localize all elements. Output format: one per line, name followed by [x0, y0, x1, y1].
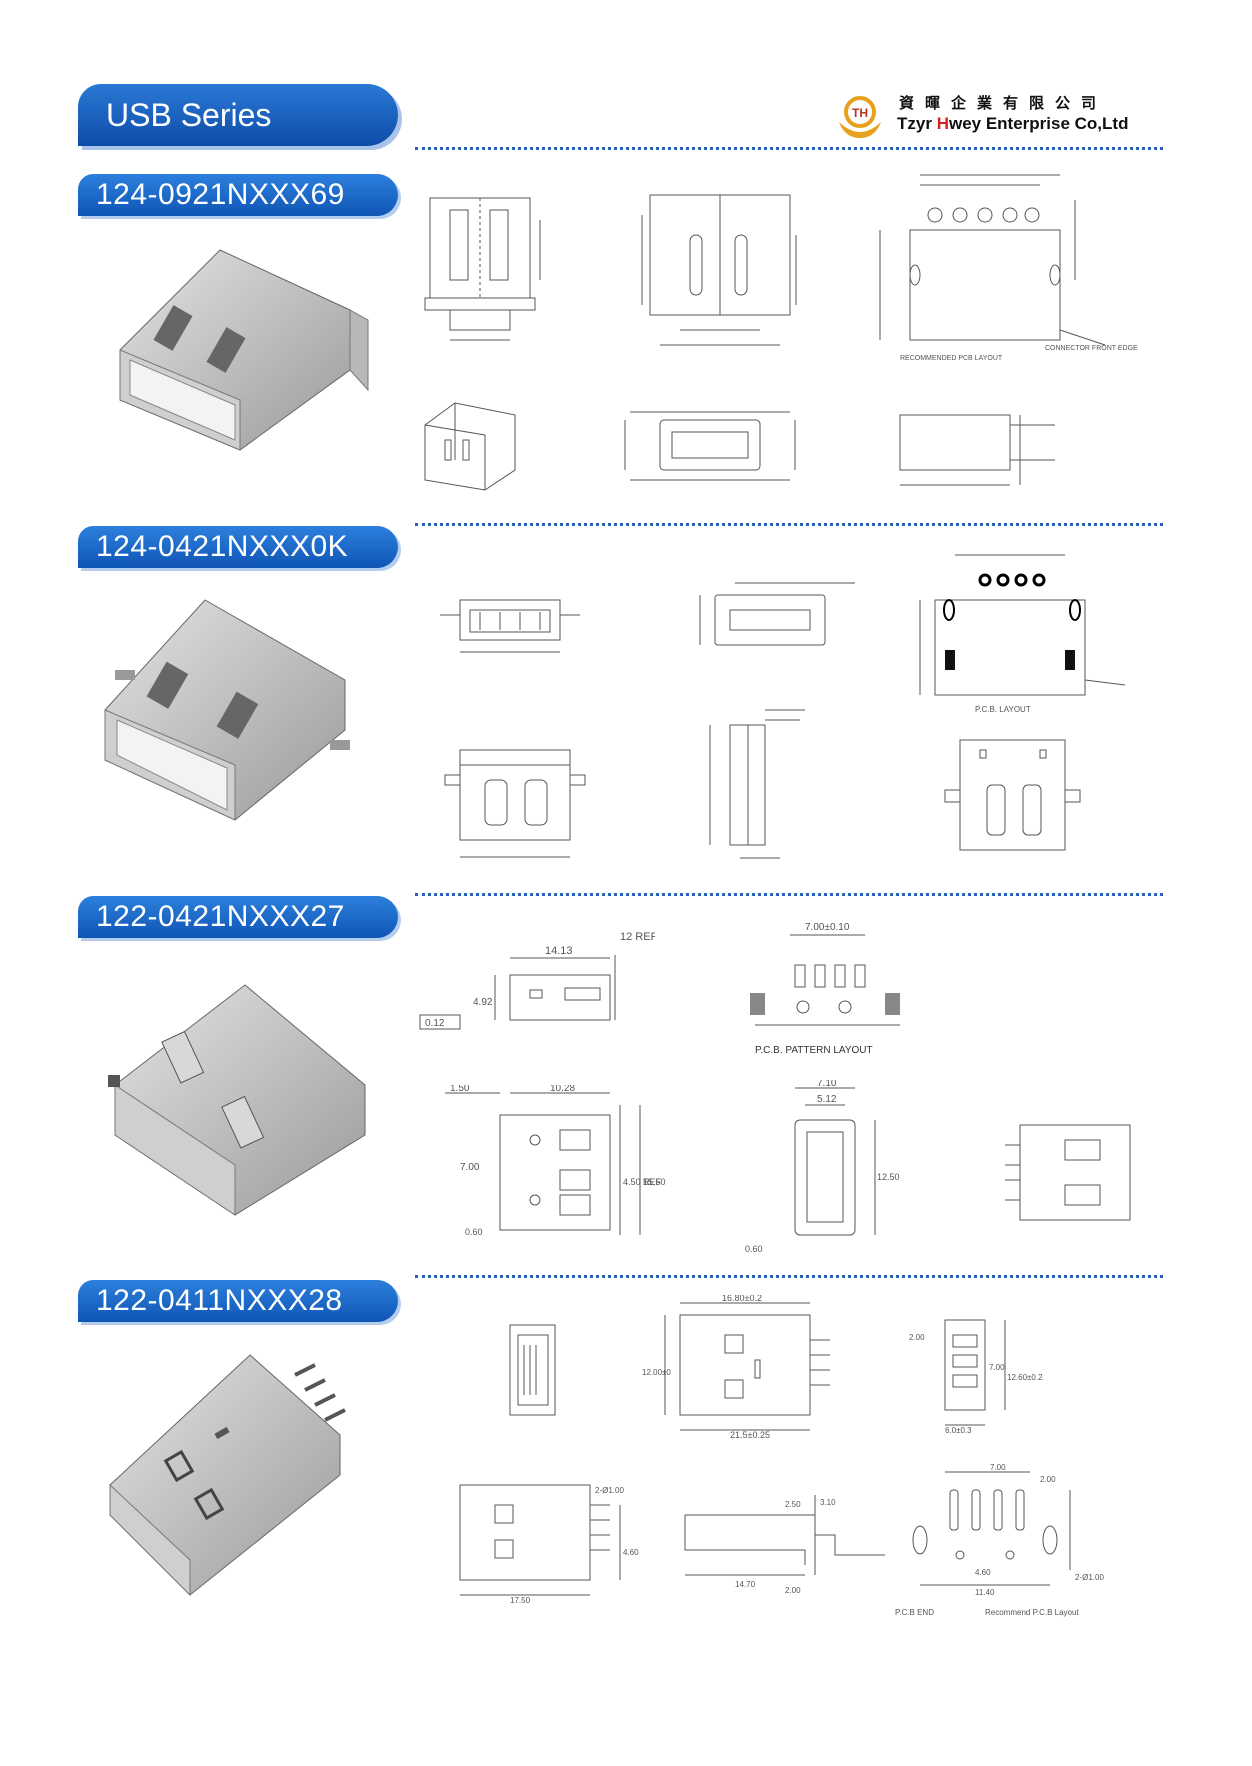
recommended-pcb-label: Recommend P.C.B Layout [985, 1608, 1079, 1617]
front-view-drawing [509, 1324, 556, 1416]
dim-body: 12.60±0.2 [1007, 1373, 1043, 1382]
dim-length: 14.13 [545, 945, 573, 957]
pcb-layout-drawing: RECOMMENDED PCB LAYOUT CONNECTOR FRONT E… [879, 174, 1138, 362]
divider [415, 893, 1163, 896]
dim-d: 4.60 [623, 1548, 639, 1557]
connector-3d-view [104, 599, 350, 821]
side-view-drawing [899, 414, 1055, 486]
recommended-pcb-layout-drawing: 7.00 2.00 4.60 11.40 2-Ø1.00 P.C.B END R… [895, 1463, 1104, 1617]
dim-l3: 4.60 [975, 1568, 991, 1577]
company-name-en: Tzyr Hwey Enterprise Co,Ltd [897, 114, 1129, 133]
pcb-end-label: P.C.B END [895, 1608, 934, 1617]
series-banner: USB Series [78, 84, 398, 146]
pcb-layout-label: P.C.B. LAYOUT [975, 705, 1031, 714]
dim-pitch: 2.00 [909, 1333, 925, 1342]
dim-d3: 7.00 [460, 1162, 480, 1173]
dim-side3: 2.00 [785, 1586, 801, 1595]
dim-d1: 1.50 [450, 1085, 470, 1094]
dim-pitch2: 7.00 [989, 1363, 1005, 1372]
top-view-drawing: 1.50 10.28 7.00 4.50 REF 15.50 0.60 [445, 1085, 666, 1237]
pcb-layout-label: RECOMMENDED PCB LAYOUT [900, 355, 1003, 362]
company-logo: TH 資暉企業有限公司 Tzyr Hwey Enterprise Co,Ltd [835, 88, 1165, 144]
dim-d9: 12.50 [877, 1172, 900, 1182]
dim-thickness: 6.0±0.3 [945, 1426, 972, 1435]
front-view-drawing: 7.10 5.12 12.50 0.60 [745, 1080, 900, 1254]
dim-side1: 2.50 [785, 1500, 801, 1509]
divider [415, 1275, 1163, 1278]
dim-d5: 15.50 [643, 1177, 666, 1187]
dim-l4: 11.40 [975, 1588, 995, 1597]
part-number-badge: 122-0421NXXX27 [78, 896, 398, 938]
dim-d6: 0.60 [465, 1227, 483, 1237]
connector-3d-view [119, 249, 369, 451]
dim-l2: 2.00 [1040, 1475, 1056, 1484]
top-view-drawing [641, 194, 797, 346]
connector-3d-view [108, 984, 366, 1216]
dim-l5: 2-Ø1.00 [1075, 1573, 1104, 1582]
front-view-drawing [424, 197, 541, 341]
pcb-pattern-drawing: 7.00±0.10 P.C.B. PATTERN LAYOUT [750, 922, 900, 1056]
dim-d2: 10.28 [550, 1085, 575, 1094]
dim-length: 21.5±0.25 [730, 1430, 770, 1440]
dim-height: 4.92 [473, 997, 493, 1008]
dim-flatness: 0.12 [425, 1018, 445, 1029]
side-profile-drawing: 2.50 14.70 2.00 3.10 [684, 1495, 885, 1595]
series-title: USB Series [106, 97, 272, 133]
rear-view-drawing [699, 582, 855, 646]
divider [415, 147, 1163, 150]
pcb-layout-drawing: P.C.B. LAYOUT [919, 554, 1126, 714]
iso-small-drawing [424, 402, 516, 491]
dim-height: 12.00±0 [642, 1368, 671, 1377]
top-view-drawing [444, 749, 586, 858]
dim-l: 17.50 [510, 1596, 531, 1605]
rear-view-drawing [624, 411, 796, 481]
bottom-view-drawing [944, 739, 1081, 851]
dim-ref: 12 REF [620, 931, 655, 943]
pcb-pattern-label: P.C.B. PATTERN LAYOUT [755, 1045, 873, 1056]
dim-d10: 0.60 [745, 1244, 763, 1254]
side-view-drawing: 14.13 12 REF 4.92 0.12 [419, 931, 655, 1030]
top-view-drawing: 16.80±0.2 21.5±0.25 12.00±0 [642, 1295, 830, 1440]
dim-pitch: 7.00±0.10 [805, 922, 850, 933]
connector-3d-view [109, 1354, 346, 1597]
company-name-cn: 資暉企業有限公司 [899, 94, 1108, 112]
dim-d8: 5.12 [817, 1094, 837, 1105]
svg-text:TH: TH [852, 106, 868, 120]
dim-d7: 7.10 [817, 1080, 837, 1089]
side-view-drawing [709, 709, 805, 859]
divider [415, 523, 1163, 526]
front-view-drawing [440, 599, 580, 653]
part-number-badge: 124-0421NXXX0K [78, 526, 398, 568]
dim-l1: 7.00 [990, 1463, 1006, 1472]
dim-side4: 3.10 [820, 1498, 836, 1507]
side-view-drawing: 2.00 7.00 12.60±0.2 6.0±0.3 [909, 1319, 1043, 1435]
bottom-view-drawing: 2-Ø1.00 17.50 4.60 [459, 1484, 639, 1605]
dim-hole: 2-Ø1.00 [595, 1486, 624, 1495]
part-number-badge: 122-0411NXXX28 [78, 1280, 398, 1322]
company-logo-icon: TH [839, 96, 881, 138]
dim-d4: 4.50 REF [623, 1177, 662, 1187]
dim-width: 16.80±0.2 [722, 1295, 762, 1303]
front-edge-label: CONNECTOR FRONT EDGE [1045, 345, 1138, 352]
bottom-view-drawing [1005, 1124, 1131, 1221]
part-number-badge: 124-0921NXXX69 [78, 174, 398, 216]
dim-side2: 14.70 [735, 1580, 756, 1589]
